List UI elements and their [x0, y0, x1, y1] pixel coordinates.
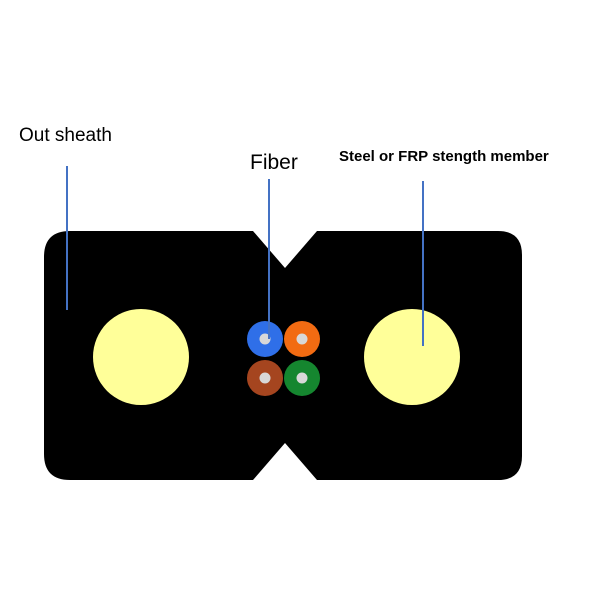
label-strength-member: Steel or FRP stength member — [339, 148, 549, 165]
fiber-green-core — [296, 372, 308, 384]
label-fiber: Fiber — [250, 151, 298, 174]
fiber-group — [247, 321, 320, 396]
label-out-sheath: Out sheath — [19, 125, 112, 146]
strength-member-left — [93, 309, 189, 405]
fiber-brown-core — [259, 372, 271, 384]
strength-member-right — [364, 309, 460, 405]
fiber-orange-core — [296, 333, 308, 345]
fiber-blue-core — [259, 333, 271, 345]
outer-sheath — [44, 231, 522, 480]
